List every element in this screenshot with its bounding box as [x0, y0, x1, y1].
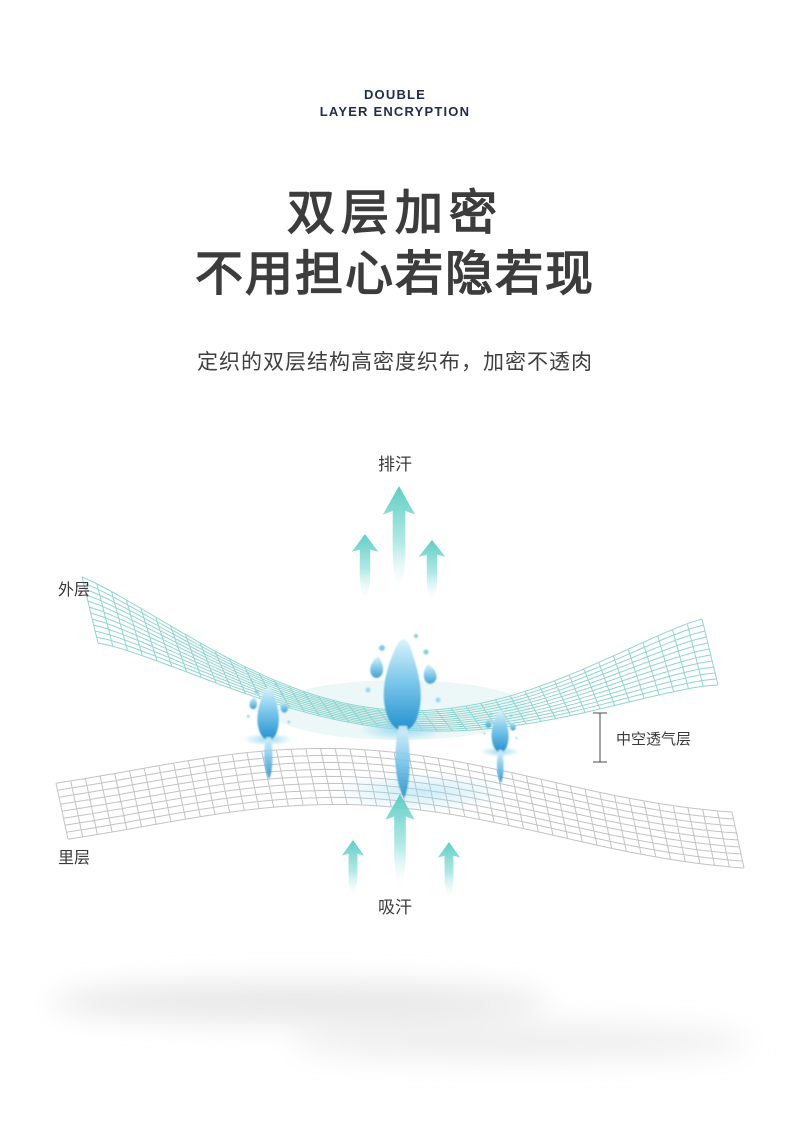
gap-indicator: [593, 712, 607, 763]
arrow-up-icon: [382, 486, 416, 588]
label-sweat-out: 排汗: [378, 455, 412, 474]
brand-line-1: DOUBLE: [363, 87, 427, 102]
label-inner-layer: 里层: [58, 850, 91, 867]
arrow-up-icon: [341, 840, 365, 896]
brand-subtitle-en: DOUBLE LAYER ENCRYPTION: [0, 86, 790, 120]
label-hollow-breathable-layer: 中空透气层: [616, 731, 692, 748]
sweat-arrows-top: [351, 486, 446, 600]
inner-mesh-glow: [330, 772, 510, 812]
title-line-2: 不用担心若隐若现: [194, 248, 595, 301]
label-sweat-absorb: 吸汗: [378, 898, 412, 917]
mesh-inner: [55, 747, 745, 869]
label-outer-layer: 外层: [58, 582, 91, 599]
title-line-1: 双层加密: [286, 187, 503, 240]
arrow-up-icon: [437, 842, 461, 898]
arrow-up-icon: [351, 534, 379, 598]
page-title: 双层加密 不用担心若隐若现: [0, 186, 790, 304]
page-subtitle: 定织的双层结构高密度织布，加密不透肉: [197, 351, 593, 374]
arrow-up-icon: [418, 540, 446, 600]
brand-line-2: LAYER ENCRYPTION: [319, 104, 471, 119]
floor-shadow: [50, 982, 750, 1060]
